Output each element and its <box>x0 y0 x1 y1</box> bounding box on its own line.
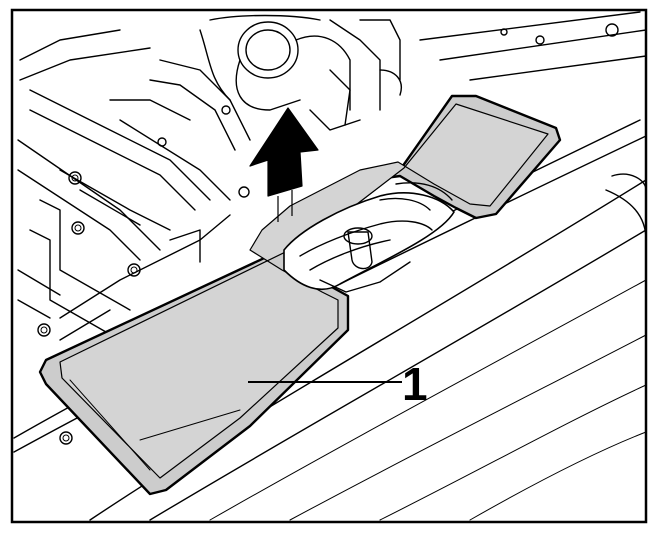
arrow-up-icon <box>249 107 319 222</box>
hood-latch <box>283 182 455 293</box>
cover-panel <box>38 94 562 496</box>
cover-panel-inner <box>59 103 549 479</box>
callout-number: 1 <box>402 358 428 410</box>
